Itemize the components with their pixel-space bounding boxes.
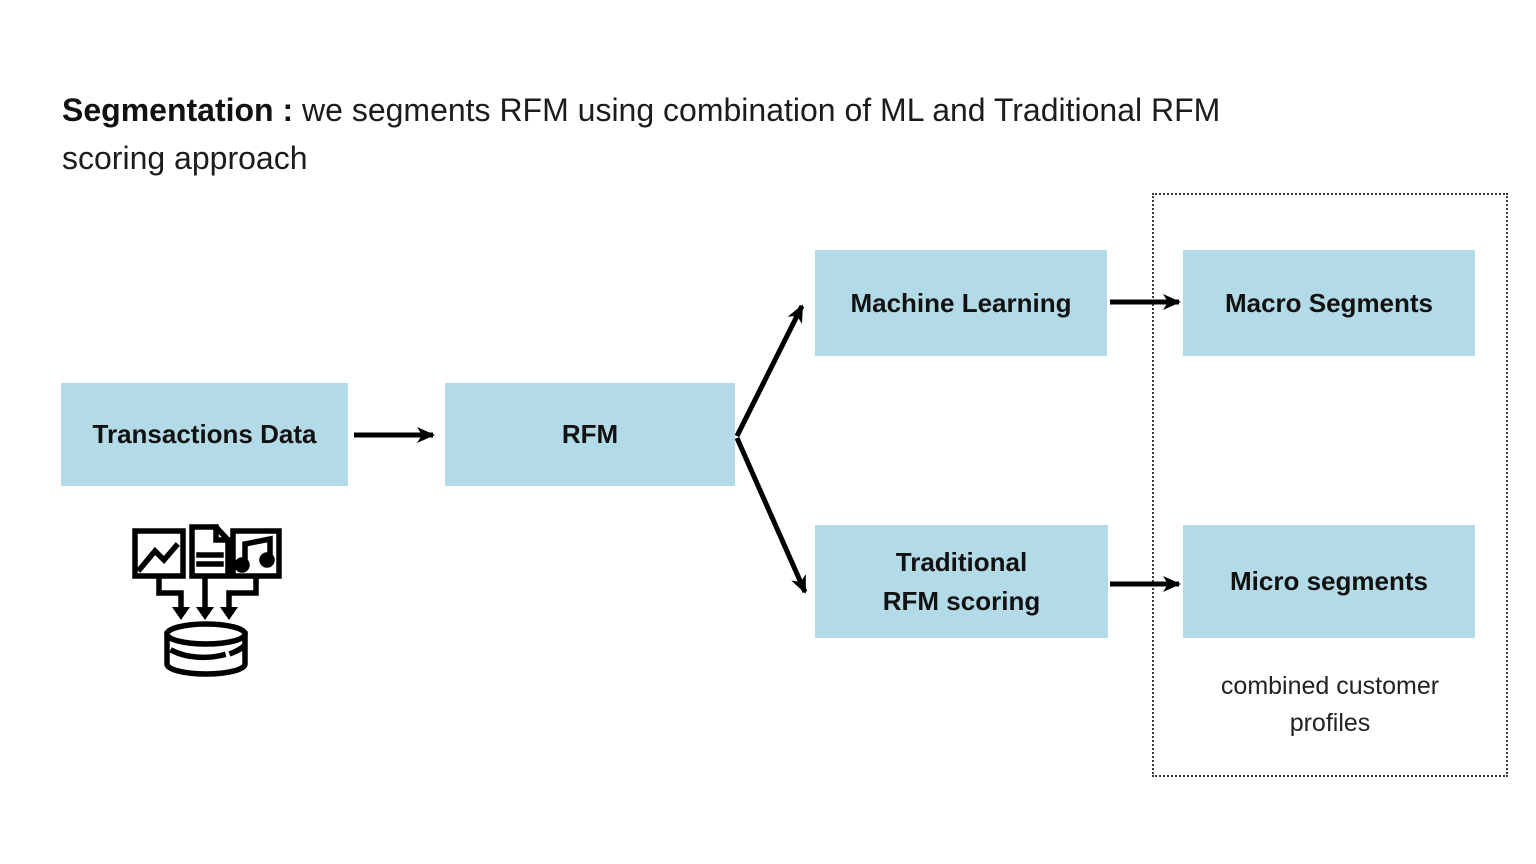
- node-traditional-label-line1: Traditional: [895, 546, 1028, 577]
- audio-file-icon: [230, 528, 282, 579]
- node-micro-segments: Micro segments: [1183, 525, 1475, 638]
- node-macro-segments-label: Macro Segments: [1224, 287, 1434, 318]
- database-icon: [164, 621, 248, 677]
- node-traditional-label-line2: RFM scoring: [882, 585, 1041, 616]
- combined-profiles-group-box: [1152, 193, 1508, 777]
- combined-profiles-label: combined customer profiles: [1220, 672, 1440, 737]
- node-traditional-rfm-scoring: Traditional RFM scoring: [815, 525, 1108, 638]
- flow-arrow-left: [156, 575, 184, 611]
- node-rfm-label: RFM: [561, 419, 619, 449]
- data-sources-icon: [132, 524, 282, 677]
- page-title: Segmentation : we segments RFM using com…: [62, 86, 1322, 182]
- flow-arrowhead-left: [172, 607, 190, 620]
- document-file-icon: [189, 524, 231, 579]
- title-rest-part: we segments RFM using combination of ML …: [62, 92, 1221, 176]
- node-machine-learning: Machine Learning: [815, 250, 1107, 356]
- node-transactions-data-label: Transactions Data: [92, 419, 317, 449]
- node-machine-learning-label: Machine Learning: [850, 287, 1072, 318]
- node-rfm: RFM: [445, 383, 735, 486]
- arrow-rfm-to-ml: [734, 304, 805, 438]
- arrow-rfm-to-traditional: [734, 436, 808, 594]
- flow-arrow-right: [226, 575, 259, 611]
- title-bold-part: Segmentation :: [62, 92, 294, 128]
- flow-arrowhead-middle: [196, 607, 214, 620]
- node-transactions-data: Transactions Data: [61, 383, 348, 486]
- image-file-icon: [132, 528, 186, 579]
- node-micro-segments-label: Micro segments: [1230, 566, 1428, 596]
- node-macro-segments: Macro Segments: [1183, 250, 1475, 356]
- flow-arrowhead-right: [220, 607, 238, 620]
